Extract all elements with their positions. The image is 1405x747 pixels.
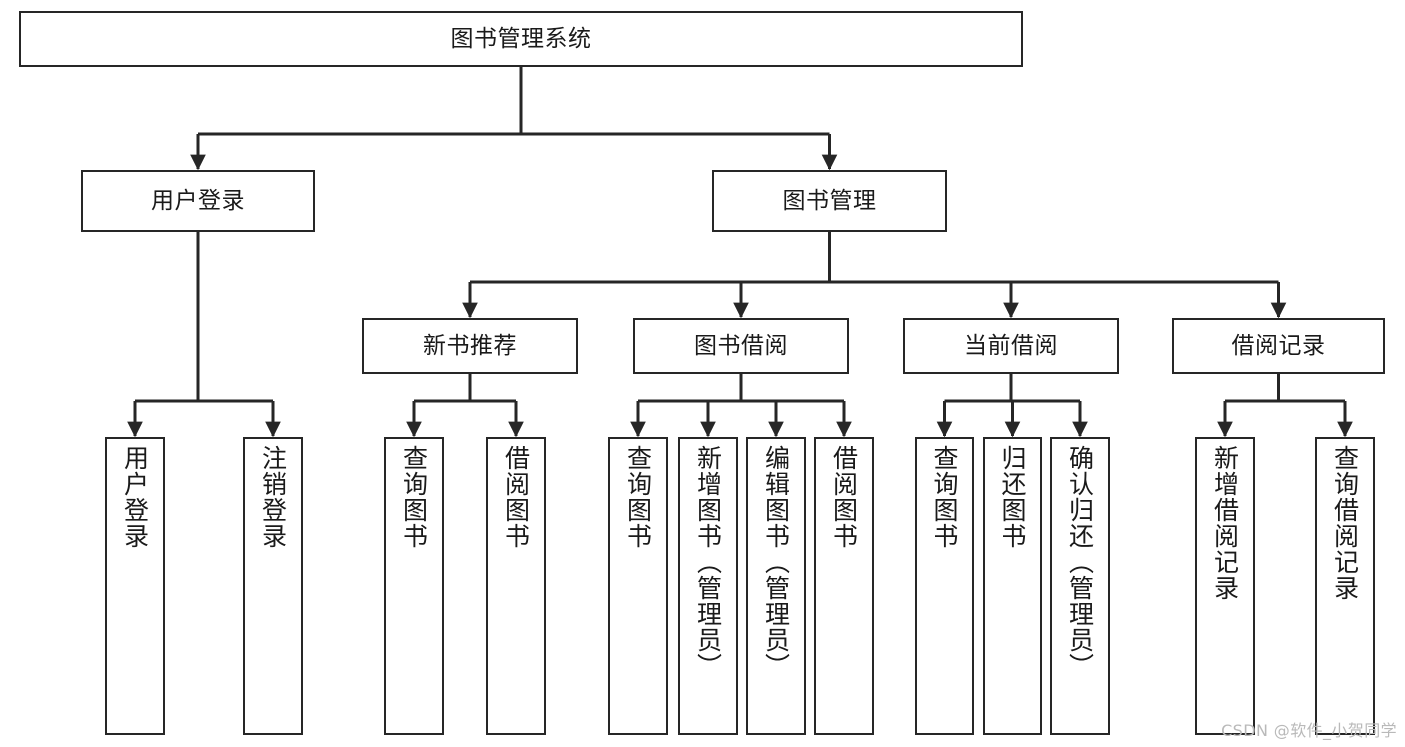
node-user-login-label: 用户登录 (151, 187, 245, 214)
node-leaf-borrow-books-rec[interactable]: 借阅图书 (486, 437, 546, 735)
node-borrowing-record[interactable]: 借阅记录 (1172, 318, 1385, 374)
node-root-label: 图书管理系统 (450, 25, 592, 52)
node-book-borrowing-label: 图书借阅 (694, 332, 788, 359)
node-leaf-query-books-borrow-label: 查询图书 (623, 445, 653, 549)
node-new-book-recommendation-label: 新书推荐 (423, 332, 517, 359)
node-leaf-borrow-books-label: 借阅图书 (829, 445, 859, 549)
node-borrowing-record-label: 借阅记录 (1231, 332, 1326, 359)
node-leaf-add-book-admin-label: 新增图书（管理员） (693, 445, 723, 679)
node-leaf-query-books-current-label: 查询图书 (930, 445, 959, 549)
node-leaf-query-books-borrow[interactable]: 查询图书 (608, 437, 668, 735)
node-book-borrowing[interactable]: 图书借阅 (633, 318, 849, 374)
node-leaf-logout-label: 注销登录 (258, 445, 288, 549)
node-leaf-user-login-label: 用户登录 (120, 445, 150, 549)
node-root[interactable]: 图书管理系统 (19, 11, 1023, 67)
node-leaf-user-login[interactable]: 用户登录 (105, 437, 165, 735)
node-leaf-edit-book-admin-label: 编辑图书（管理员） (761, 445, 791, 679)
node-leaf-borrow-books[interactable]: 借阅图书 (814, 437, 874, 735)
node-book-management[interactable]: 图书管理 (712, 170, 947, 232)
node-leaf-logout[interactable]: 注销登录 (243, 437, 303, 735)
node-leaf-query-books-rec[interactable]: 查询图书 (384, 437, 444, 735)
node-current-borrowing[interactable]: 当前借阅 (903, 318, 1119, 374)
node-leaf-add-borrow-record[interactable]: 新增借阅记录 (1195, 437, 1255, 735)
watermark-text: CSDN @软件_小贺同学 (1221, 721, 1397, 740)
node-leaf-borrow-books-rec-label: 借阅图书 (501, 445, 531, 549)
node-leaf-query-books-current[interactable]: 查询图书 (915, 437, 974, 735)
node-leaf-add-book-admin[interactable]: 新增图书（管理员） (678, 437, 738, 735)
node-leaf-confirm-return-admin[interactable]: 确认归还（管理员） (1050, 437, 1110, 735)
node-leaf-edit-book-admin[interactable]: 编辑图书（管理员） (746, 437, 806, 735)
node-leaf-return-books-label: 归还图书 (998, 445, 1027, 549)
node-current-borrowing-label: 当前借阅 (964, 332, 1058, 359)
node-book-management-label: 图书管理 (782, 187, 877, 214)
node-new-book-recommendation[interactable]: 新书推荐 (362, 318, 578, 374)
node-leaf-confirm-return-admin-label: 确认归还（管理员） (1065, 445, 1095, 679)
node-leaf-query-borrow-record-label: 查询借阅记录 (1330, 445, 1360, 601)
node-leaf-query-borrow-record[interactable]: 查询借阅记录 (1315, 437, 1375, 735)
node-leaf-add-borrow-record-label: 新增借阅记录 (1210, 445, 1240, 601)
node-user-login[interactable]: 用户登录 (81, 170, 315, 232)
node-leaf-query-books-rec-label: 查询图书 (399, 445, 429, 549)
node-leaf-return-books[interactable]: 归还图书 (983, 437, 1042, 735)
